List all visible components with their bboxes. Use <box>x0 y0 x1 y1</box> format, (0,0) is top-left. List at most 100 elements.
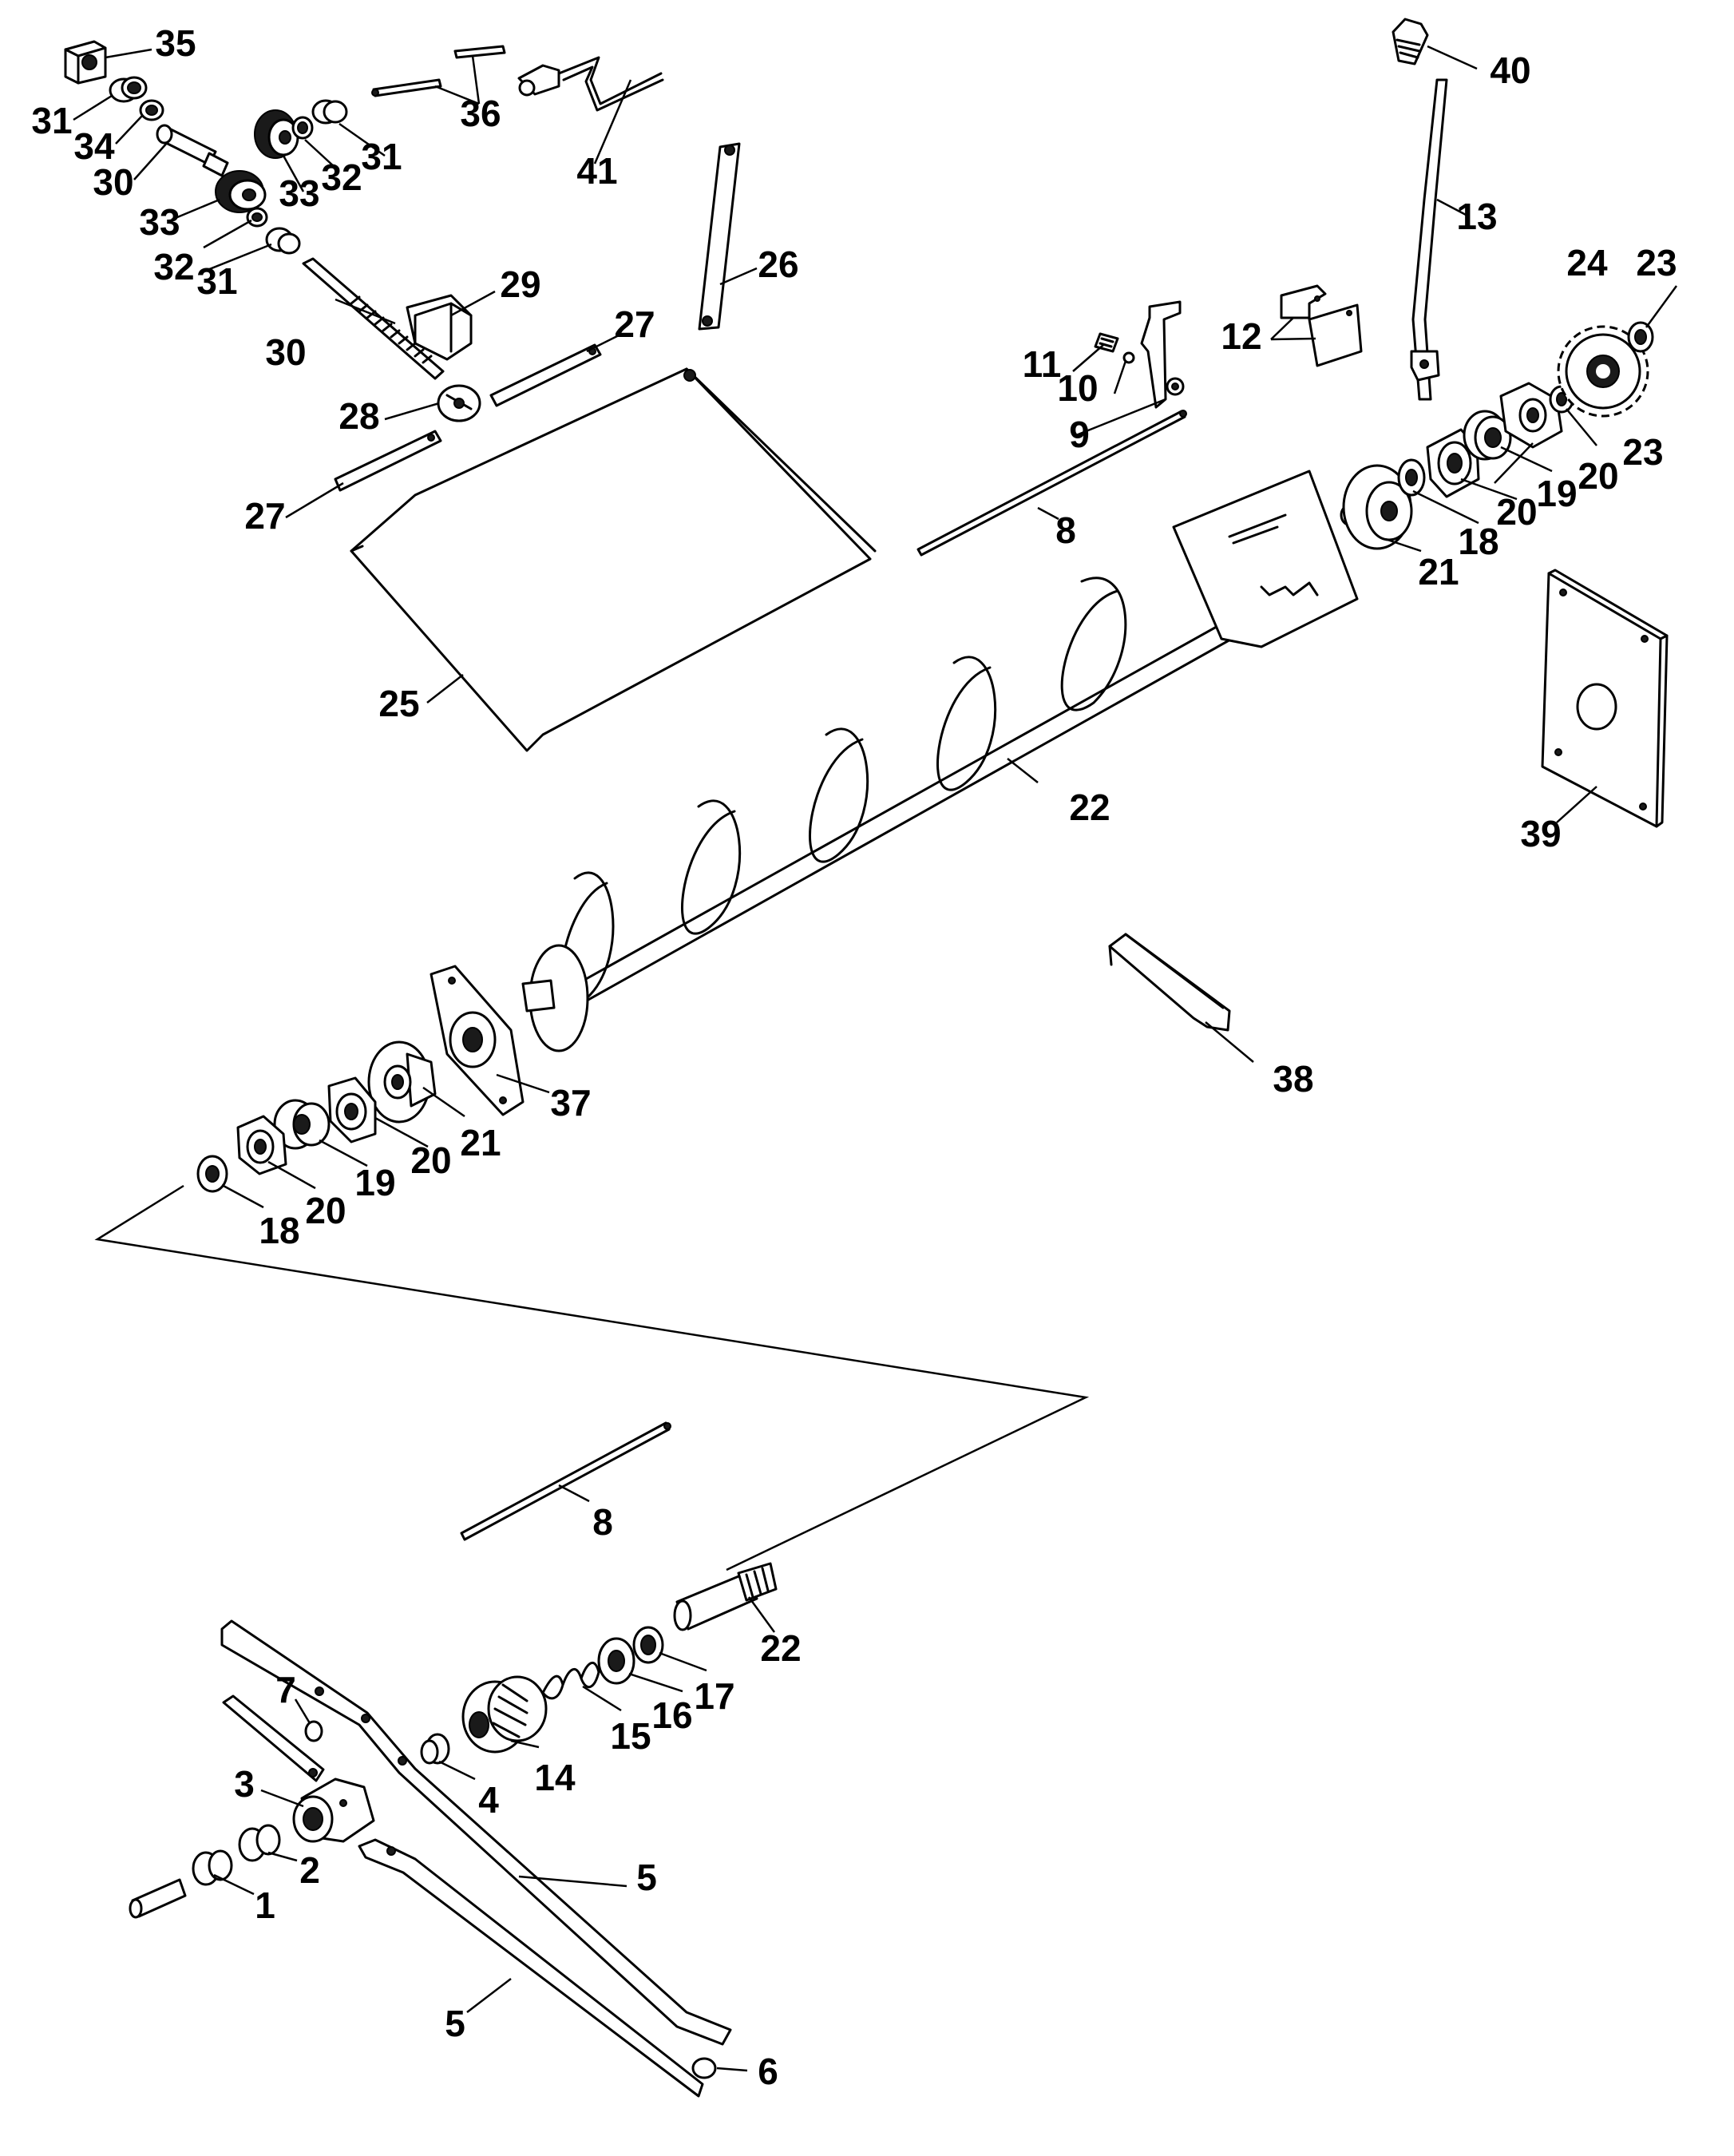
callout-2: 2 <box>299 1849 320 1891</box>
bushing-1 <box>192 1849 233 1886</box>
key-shaft <box>129 1878 187 1919</box>
callout-20: 20 <box>1578 455 1618 497</box>
bar-5-upper <box>220 1619 732 2046</box>
callout-21: 21 <box>460 1122 501 1163</box>
callout-39: 39 <box>1520 813 1561 854</box>
strip-27-upper <box>489 343 602 407</box>
pin-6 <box>691 2057 717 2079</box>
housing-29 <box>406 294 473 361</box>
shaft-30-short <box>156 124 229 177</box>
callout-17: 17 <box>694 1675 734 1717</box>
callout-27: 27 <box>244 495 285 537</box>
callout-38: 38 <box>1273 1058 1313 1100</box>
washer-17 <box>632 1626 664 1664</box>
flange-20-left-a <box>327 1076 377 1143</box>
callout-29: 29 <box>500 264 540 305</box>
callout-21: 21 <box>1418 551 1459 593</box>
callout-3: 3 <box>234 1763 255 1805</box>
callout-26: 26 <box>758 244 798 285</box>
bracket-35 <box>64 40 107 85</box>
callout-36: 36 <box>460 93 501 134</box>
washer-32-lower <box>246 207 268 228</box>
callout-19: 19 <box>1536 473 1577 514</box>
callout-32: 32 <box>153 246 194 287</box>
hub-3 <box>292 1778 375 1843</box>
bearing-19-left <box>273 1099 331 1150</box>
rods-36 <box>371 45 506 97</box>
callout-30: 30 <box>265 331 306 373</box>
callout-4: 4 <box>478 1779 499 1821</box>
knob-28 <box>437 384 481 422</box>
callout-33: 33 <box>279 172 319 214</box>
clutch-14 <box>461 1675 548 1754</box>
washer-23-right-upper <box>1627 321 1654 353</box>
callout-23: 23 <box>1622 431 1663 473</box>
spring-15 <box>541 1661 600 1700</box>
bracket-38 <box>1108 933 1231 1032</box>
shaft-22-splined-end <box>673 1562 778 1631</box>
callout-13: 13 <box>1456 196 1497 237</box>
callout-16: 16 <box>651 1694 692 1736</box>
auger-22 <box>521 470 1359 1052</box>
bushing-2 <box>238 1824 281 1862</box>
washer-32-upper <box>291 116 314 140</box>
washer-16 <box>597 1637 635 1685</box>
handle-40 <box>1392 18 1429 65</box>
callout-15: 15 <box>610 1715 651 1757</box>
callout-1: 1 <box>255 1885 275 1926</box>
callout-20: 20 <box>1496 491 1537 533</box>
rod-8-lower <box>460 1421 671 1541</box>
callout-8: 8 <box>1055 509 1076 551</box>
callout-18: 18 <box>1458 521 1498 562</box>
callout-19: 19 <box>354 1162 395 1203</box>
bar-26 <box>698 142 741 331</box>
callout-24: 24 <box>1566 242 1608 283</box>
pin-10 <box>1122 351 1135 364</box>
bushing-31-top <box>109 76 148 103</box>
callout-28: 28 <box>338 395 379 437</box>
callout-25: 25 <box>378 683 419 724</box>
washer-34 <box>139 99 164 121</box>
ring-18-left <box>196 1155 228 1193</box>
callout-8: 8 <box>592 1501 613 1543</box>
callout-20: 20 <box>410 1139 451 1181</box>
callout-12: 12 <box>1221 315 1261 357</box>
callout-41: 41 <box>576 150 617 192</box>
callout-20: 20 <box>305 1190 346 1231</box>
callout-40: 40 <box>1490 50 1530 91</box>
callout-30: 30 <box>93 161 133 203</box>
callout-6: 6 <box>758 2051 778 2092</box>
callout-5: 5 <box>445 2003 465 2044</box>
callout-5: 5 <box>636 1857 657 1898</box>
bar-5-lower-short <box>222 1694 325 1782</box>
callout-31: 31 <box>31 100 72 141</box>
bevel-gear-33-lower <box>215 170 267 213</box>
callout-11: 11 <box>1023 343 1062 385</box>
bearing-flange-21-right <box>1342 464 1413 550</box>
bar-5-long-lower <box>358 1838 704 2098</box>
strip-27-lower <box>334 430 442 492</box>
bearing-flange-21-left <box>367 1040 437 1124</box>
leader-lines <box>73 45 1678 2072</box>
bushing-31-upper <box>311 99 348 125</box>
callout-18: 18 <box>259 1210 299 1251</box>
ring-18-right <box>1397 458 1426 497</box>
bevel-gear-33-upper <box>254 109 299 159</box>
rod-8-upper <box>916 410 1187 557</box>
callout-22: 22 <box>760 1627 801 1669</box>
callout-9: 9 <box>1069 414 1090 455</box>
crank-41 <box>517 56 664 112</box>
plate-39 <box>1541 569 1669 828</box>
callout-37: 37 <box>550 1082 591 1124</box>
lever-13 <box>1410 78 1448 401</box>
callout-7: 7 <box>275 1669 296 1710</box>
callout-31: 31 <box>361 136 402 177</box>
callout-23: 23 <box>1636 242 1677 283</box>
flange-20-left-b <box>236 1115 287 1175</box>
bracket-9 <box>1140 300 1185 409</box>
sprocket-24 <box>1557 325 1649 418</box>
flange-20-right-b <box>1499 382 1563 449</box>
callout-14: 14 <box>534 1757 576 1798</box>
callout-34: 34 <box>73 125 115 167</box>
